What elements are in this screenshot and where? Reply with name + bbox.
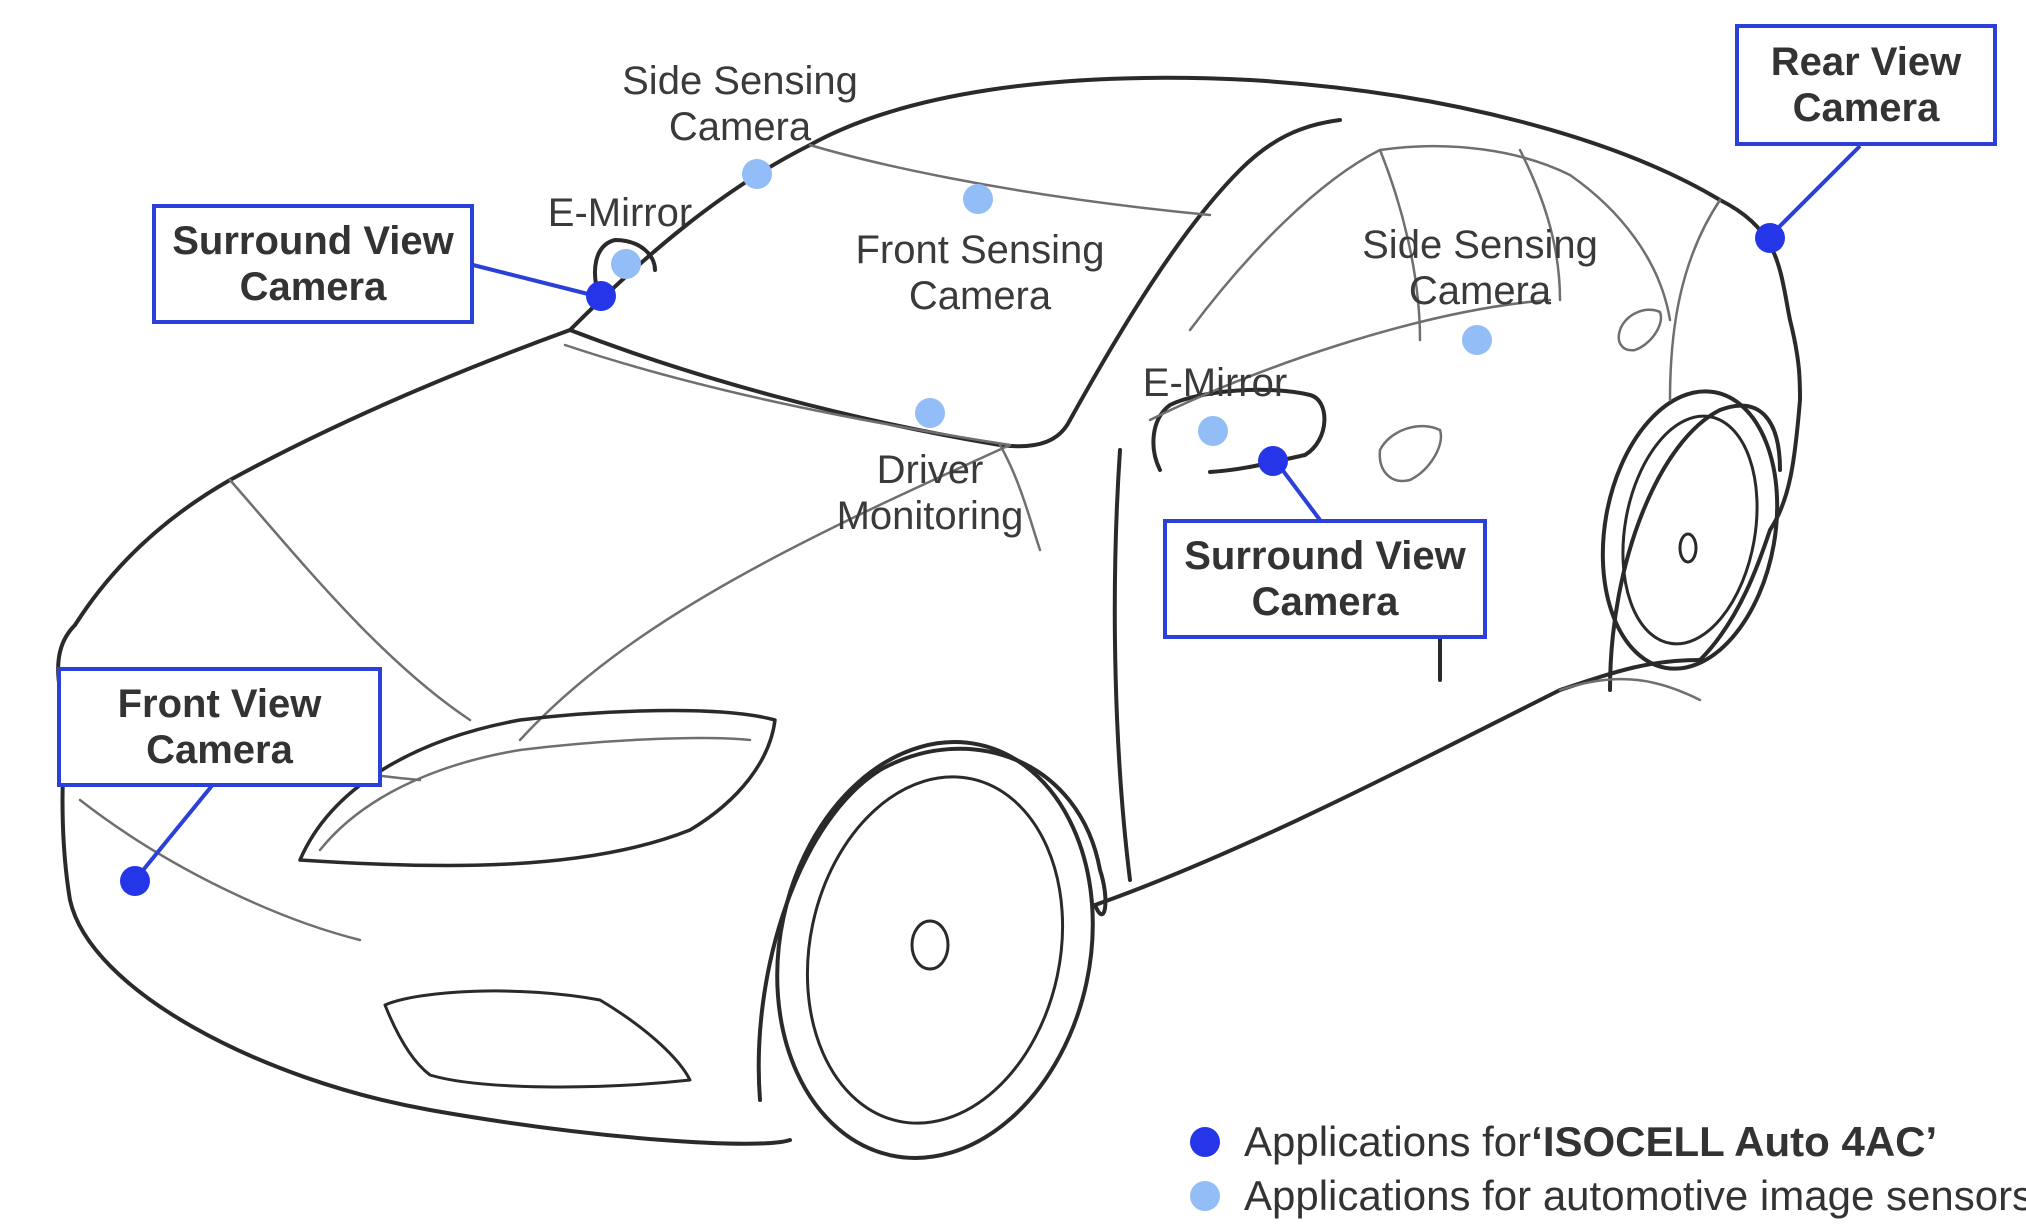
side-sensing-left-label: Side Sensing Camera — [600, 58, 880, 150]
front-sensing-marker — [963, 184, 993, 214]
front-sensing-label: Front Sensing Camera — [830, 227, 1130, 319]
legend-light-text: Applications for automotive image sensor… — [1244, 1172, 2026, 1219]
driver-monitoring-line1: Driver — [876, 448, 984, 492]
surround-view-left-line2: Camera — [239, 265, 387, 309]
side-sensing-left-line1: Side Sensing — [622, 59, 858, 103]
legend-dark-prefix: Applications for — [1244, 1118, 1532, 1165]
driver-monitoring-marker — [915, 398, 945, 428]
legend-light-item: Applications for automotive image sensor… — [1190, 1172, 2026, 1220]
side-sensing-right-marker — [1462, 325, 1492, 355]
side-sensing-left-marker — [742, 159, 772, 189]
legend-dark-dot — [1190, 1127, 1220, 1157]
e-mirror-left-text: E-Mirror — [547, 191, 693, 235]
e-mirror-right-marker — [1198, 416, 1228, 446]
front-view-line1: Front View — [117, 682, 322, 726]
legend-dark-product: ‘ISOCELL Auto 4AC’ — [1531, 1118, 1938, 1165]
front-sensing-line1: Front Sensing — [855, 228, 1105, 272]
side-sensing-left-line2: Camera — [668, 105, 812, 149]
front-view-box: Front View Camera — [57, 667, 382, 787]
rear-view-marker — [1755, 223, 1785, 253]
e-mirror-right-label: E-Mirror — [1120, 360, 1310, 406]
e-mirror-left-label: E-Mirror — [530, 190, 710, 236]
rear-view-line1: Rear View — [1770, 40, 1962, 84]
surround-view-right-marker — [1258, 446, 1288, 476]
front-view-marker — [120, 866, 150, 896]
front-sensing-line2: Camera — [908, 274, 1052, 318]
e-mirror-left-marker — [611, 249, 641, 279]
side-sensing-right-label: Side Sensing Camera — [1335, 222, 1625, 314]
driver-monitoring-line2: Monitoring — [836, 494, 1024, 538]
side-sensing-right-line2: Camera — [1408, 269, 1552, 313]
rear-view-box: Rear View Camera — [1735, 24, 1997, 146]
surround-view-right-line2: Camera — [1251, 580, 1399, 624]
driver-monitoring-label: Driver Monitoring — [820, 447, 1040, 539]
front-view-line2: Camera — [146, 728, 293, 772]
surround-view-right-line1: Surround View — [1184, 534, 1466, 578]
surround-view-right-box: Surround View Camera — [1163, 519, 1487, 639]
surround-view-left-marker — [586, 281, 616, 311]
legend-dark-item: Applications for ‘ISOCELL Auto 4AC’ — [1190, 1118, 1937, 1166]
side-sensing-right-line1: Side Sensing — [1362, 223, 1598, 267]
surround-view-left-box: Surround View Camera — [152, 204, 474, 324]
legend-light-dot — [1190, 1181, 1220, 1211]
e-mirror-right-text: E-Mirror — [1142, 361, 1288, 405]
rear-view-line2: Camera — [1792, 86, 1940, 130]
surround-view-left-line1: Surround View — [172, 219, 454, 263]
